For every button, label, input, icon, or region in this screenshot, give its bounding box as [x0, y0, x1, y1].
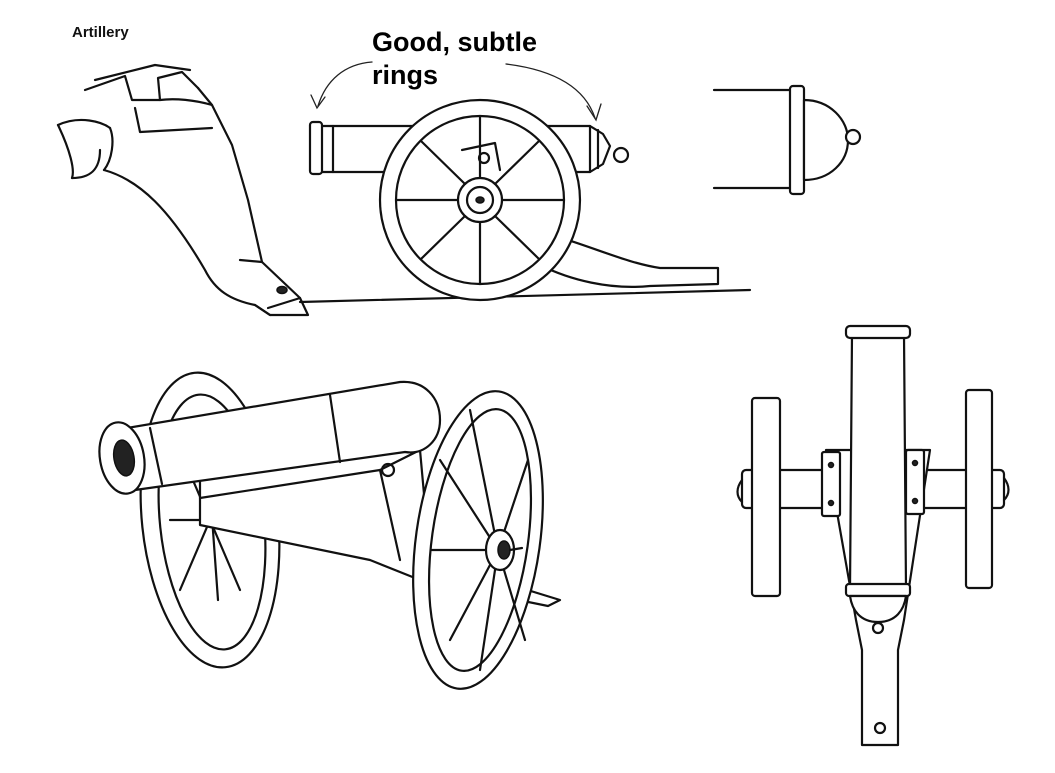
page-heading: Artillery [72, 24, 129, 41]
trail-detail-drawing [58, 65, 308, 315]
annotation-note: Good, subtle rings [372, 27, 537, 90]
perspective-cannon [94, 366, 560, 697]
side-view-cannon [300, 100, 750, 302]
top-view-cannon [738, 326, 1009, 745]
breech-detail-drawing [714, 86, 860, 194]
annotation-arrows [311, 62, 601, 120]
